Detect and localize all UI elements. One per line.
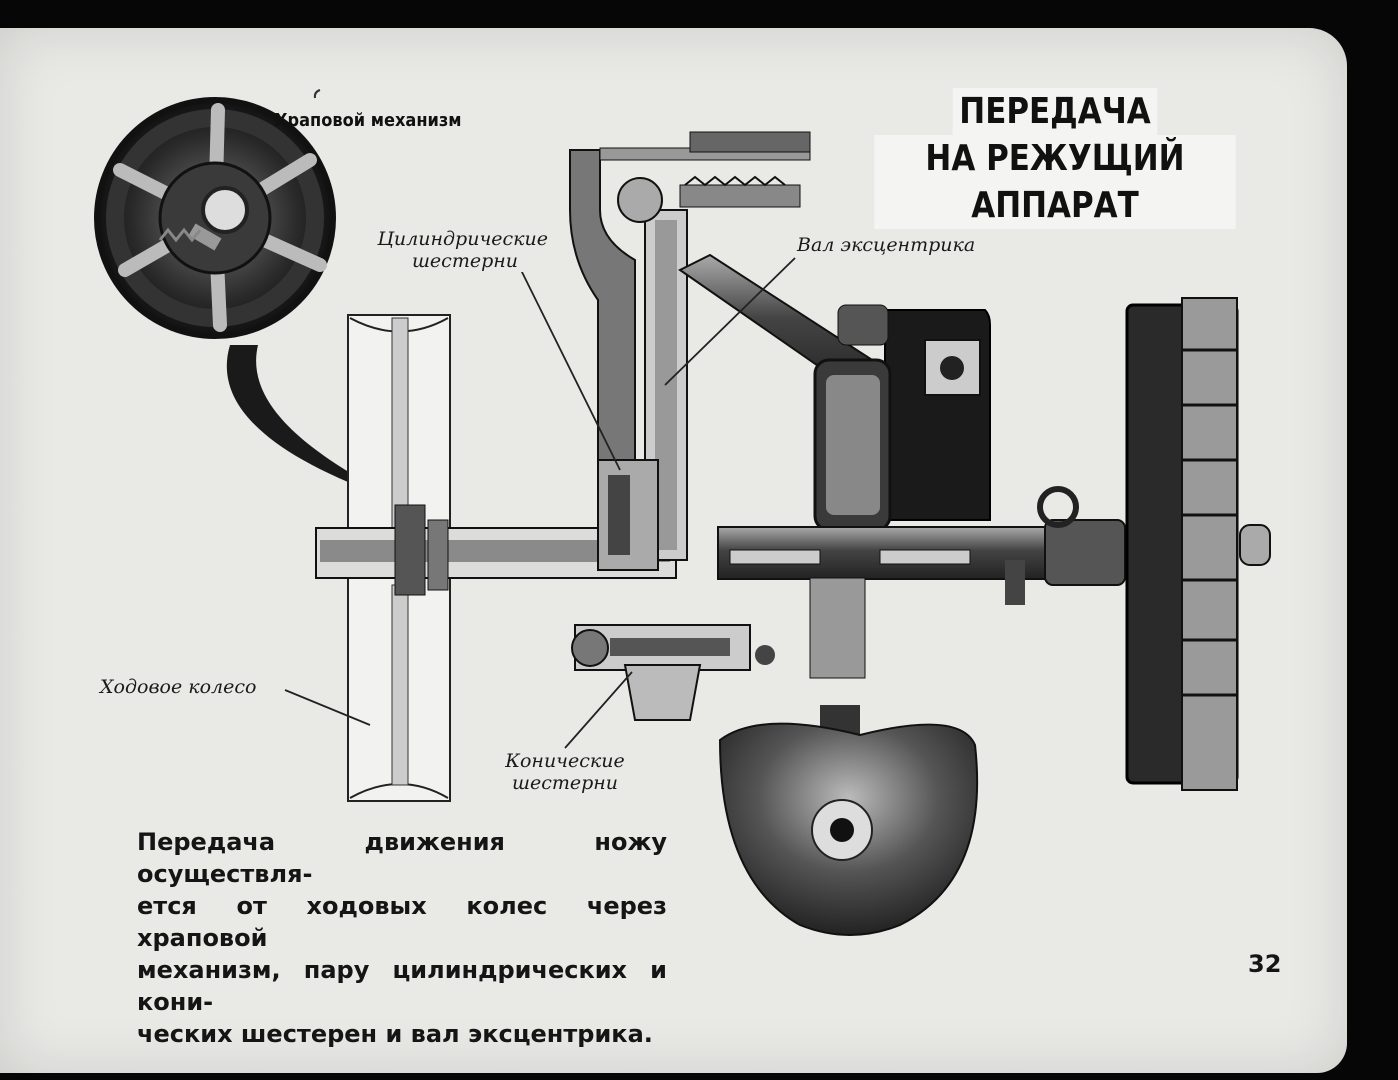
label-ratchet: Храповой механизм (275, 110, 462, 131)
leader-lines (284, 257, 796, 749)
label-spur-gears: Цилиндрические шестерни (360, 228, 548, 272)
description-line-1: Передача движения ножу осуществля- (137, 828, 667, 888)
description-line-4: ческих шестерен и вал эксцентрика. (137, 1020, 653, 1048)
label-spur-gears-line1: Цилиндрические (377, 228, 548, 250)
right-wheel-drawing (1125, 297, 1239, 791)
page-number: 32 (1248, 950, 1282, 978)
right-axle (717, 486, 1271, 679)
title-line-2: НА РЕЖУЩИЙ АППАРАТ (874, 135, 1236, 229)
gearbox-body (813, 304, 991, 532)
ratchet-inset (94, 97, 405, 506)
label-drive-wheel: Ходовое колесо (100, 676, 257, 698)
page-title: ПЕРЕДАЧА НА РЕЖУЩИЙ АППАРАТ (874, 88, 1236, 229)
label-bevel-gears-line2: шестерни (511, 772, 619, 794)
label-spur-gears-line2: шестерни (411, 250, 518, 272)
label-bevel-gears: Конические шестерни (500, 750, 630, 794)
label-eccentric-shaft: Вал эксцентрика (797, 234, 976, 256)
description-line-2: ется от ходовых колес через храповой (137, 892, 667, 952)
title-line-1: ПЕРЕДАЧА (952, 88, 1158, 135)
bevel-gear-assembly (571, 624, 775, 721)
label-bevel-gears-line1: Конические (505, 750, 625, 772)
description-text: Передача движения ножу осуществля- ется … (137, 826, 667, 1050)
seat-drawing (718, 705, 979, 936)
description-line-3: механизм, пару цилиндрических и кони- (137, 956, 667, 1016)
